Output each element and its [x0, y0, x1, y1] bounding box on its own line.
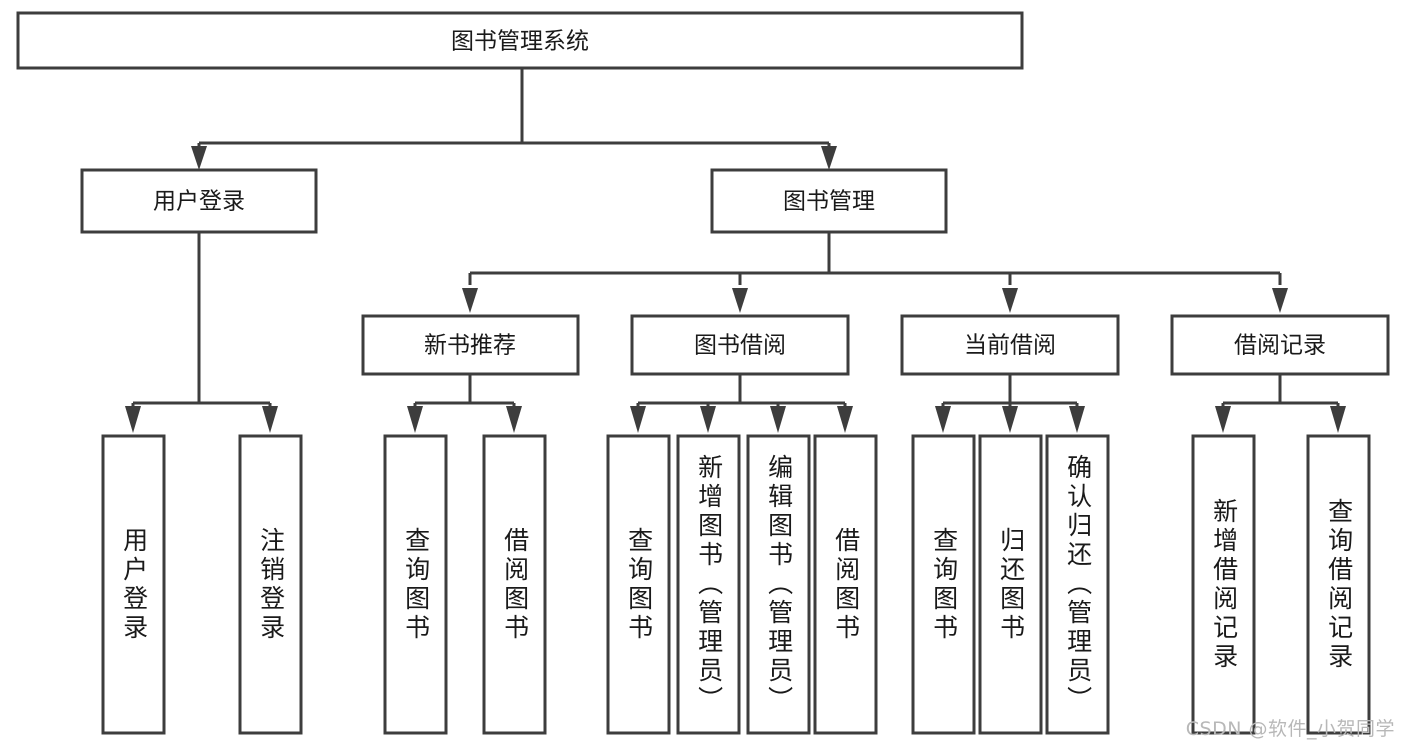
- leaf-boxes-new-book-recommend: [383, 434, 547, 735]
- leaf-box-return-book[interactable]: [978, 434, 1043, 735]
- node-book-management-label: 图书管理: [783, 189, 875, 215]
- leaf-box-logout[interactable]: [238, 434, 303, 735]
- leaf-box-borrow-book-2[interactable]: [813, 434, 878, 735]
- arrow-head-current-borrow: [1002, 288, 1018, 313]
- arrow-head-leaf-return-book: [1002, 406, 1018, 433]
- node-root[interactable]: 图书管理系统: [16, 11, 1024, 70]
- arrow-head-leaf-confirm-return: [1069, 406, 1085, 433]
- node-borrow-record[interactable]: 借阅记录: [1170, 314, 1390, 376]
- node-book-borrow-box: [630, 314, 850, 376]
- arrow-head-leaf-user-login: [125, 406, 141, 433]
- leaf-box-edit-book[interactable]: [746, 434, 811, 735]
- node-book-management[interactable]: 图书管理: [710, 168, 948, 234]
- leaf-box-confirm-return[interactable]: [1045, 434, 1110, 735]
- node-new-book-recommend-label: 新书推荐: [424, 333, 516, 359]
- node-user-login-box: [80, 168, 318, 234]
- arrow-head-leaf-query-record: [1330, 406, 1346, 433]
- leaf-box-add-book[interactable]: [676, 434, 741, 735]
- node-user-login[interactable]: 用户登录: [80, 168, 318, 234]
- arrow-head-leaf-logout: [262, 406, 278, 433]
- arrow-head-new-book-recommend: [462, 288, 478, 313]
- arrow-head-leaf-add-record: [1215, 406, 1231, 433]
- node-new-book-recommend-box: [361, 314, 580, 376]
- connector-group-book-borrow: [630, 374, 853, 433]
- node-root-label: 图书管理系统: [451, 29, 589, 55]
- arrow-head-leaf-add-book: [700, 406, 716, 433]
- connector-group-borrow-record: [1215, 374, 1346, 433]
- node-current-borrow[interactable]: 当前借阅: [900, 314, 1120, 376]
- node-current-borrow-box: [900, 314, 1120, 376]
- connector-group-user-login: [125, 232, 278, 433]
- arrow-head-leaf-borrow-book-2: [837, 406, 853, 433]
- arrow-head-leaf-edit-book: [770, 406, 786, 433]
- node-book-borrow-label: 图书借阅: [694, 333, 786, 359]
- leaf-boxes-borrow-record: [1191, 434, 1371, 735]
- node-root-box: [16, 11, 1024, 70]
- arrow-head-leaf-query-book-2: [630, 406, 646, 433]
- node-user-login-label: 用户登录: [153, 189, 245, 215]
- leaf-box-add-record[interactable]: [1191, 434, 1256, 735]
- leaf-box-query-book-2[interactable]: [606, 434, 671, 735]
- leaf-boxes-book-borrow: [606, 434, 878, 735]
- connector-group-new-book-recommend: [407, 374, 522, 433]
- node-borrow-record-box: [1170, 314, 1390, 376]
- leaf-box-borrow-book-1[interactable]: [482, 434, 547, 735]
- connector-group-book-mgmt: [462, 232, 1288, 313]
- arrow-head-book-borrow: [732, 288, 748, 313]
- leaf-box-query-book-3[interactable]: [911, 434, 976, 735]
- watermark-text: CSDN @软件_小贺同学: [1185, 718, 1395, 740]
- arrow-head-leaf-query-book-3: [935, 406, 951, 433]
- node-book-borrow[interactable]: 图书借阅: [630, 314, 850, 376]
- node-current-borrow-label: 当前借阅: [964, 333, 1056, 359]
- node-new-book-recommend[interactable]: 新书推荐: [361, 314, 580, 376]
- arrow-head-user-login: [191, 146, 207, 170]
- node-book-management-box: [710, 168, 948, 234]
- arrow-head-leaf-query-book-1: [407, 406, 423, 433]
- leaf-boxes-current-borrow: [911, 434, 1110, 735]
- leaf-box-user-login[interactable]: [101, 434, 166, 735]
- connector-group-root: [191, 68, 837, 170]
- connector-group-current-borrow: [935, 374, 1085, 433]
- arrow-head-book-mgmt: [821, 146, 837, 170]
- leaf-boxes-user-login: [101, 434, 303, 735]
- arrow-head-leaf-borrow-book-1: [506, 406, 522, 433]
- arrow-head-borrow-record: [1272, 288, 1288, 313]
- leaf-box-query-book-1[interactable]: [383, 434, 448, 735]
- leaf-box-query-record[interactable]: [1306, 434, 1371, 735]
- node-borrow-record-label: 借阅记录: [1234, 333, 1326, 359]
